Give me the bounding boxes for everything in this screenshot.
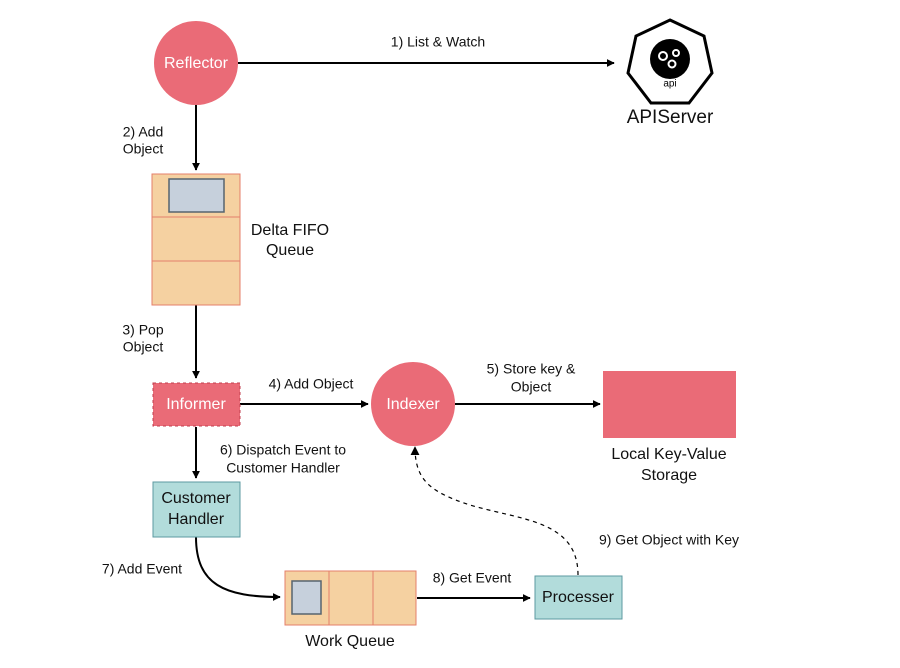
delta-fifo-label-line2: Queue xyxy=(266,242,314,259)
delta-fifo-label-line1: Delta FIFO xyxy=(251,222,329,239)
work-queue-item xyxy=(291,580,322,615)
reflector-label: Reflector xyxy=(164,55,229,72)
kubernetes-api-icon: api xyxy=(626,18,714,105)
edge-label-list-watch: 1) List & Watch xyxy=(391,34,485,50)
reflector-node: Reflector xyxy=(154,21,238,105)
edge-label-add-event: 7) Add Event xyxy=(102,561,182,577)
edge-label-pop-object-line2: Object xyxy=(123,339,164,355)
customer-handler-label-line1: Customer xyxy=(161,490,231,507)
edge-label-dispatch-line2: Customer Handler xyxy=(226,460,340,476)
storage-label-line1: Local Key-Value xyxy=(611,446,726,463)
edge-label-pop-object-line1: 3) Pop xyxy=(122,322,163,338)
edge-store-key: 5) Store key & Object xyxy=(455,361,601,408)
edge-label-store-key-line2: Object xyxy=(511,379,552,395)
edge-dispatch-event: 6) Dispatch Event to Customer Handler xyxy=(192,427,346,479)
edge-label-add-object-2-line2: Object xyxy=(123,141,164,157)
customer-handler-label-line2: Handler xyxy=(168,511,225,528)
edge-label-dispatch-line1: 6) Dispatch Event to xyxy=(220,442,346,458)
work-queue-label: Work Queue xyxy=(305,633,395,650)
work-queue: Work Queue xyxy=(284,570,417,650)
indexer-label: Indexer xyxy=(386,396,440,413)
informer-label: Informer xyxy=(166,396,226,413)
apiserver-node: api APIServer xyxy=(626,18,714,128)
edge-label-store-key-line1: 5) Store key & xyxy=(487,361,576,377)
edge-add-event: 7) Add Event xyxy=(102,536,281,601)
processer-node: Processer xyxy=(534,575,623,620)
delta-fifo-queue: Delta FIFO Queue xyxy=(151,173,329,306)
queue-item xyxy=(168,178,225,213)
edge-list-watch: 1) List & Watch xyxy=(238,34,615,67)
edge-get-event: 8) Get Event xyxy=(417,570,531,602)
storage-label-line2: Storage xyxy=(641,467,697,484)
edge-label-get-object-with-key: 9) Get Object with Key xyxy=(599,532,739,548)
edge-label-add-object-2-line1: 2) Add xyxy=(123,124,163,140)
informer-node: Informer xyxy=(152,382,241,427)
edge-add-object-2: 2) Add Object xyxy=(123,104,200,171)
edge-label-add-object-4: 4) Add Object xyxy=(269,376,354,392)
api-icon-text: api xyxy=(663,79,676,90)
edge-get-object-with-key: 9) Get Object with Key xyxy=(410,446,739,576)
edge-pop-object: 3) Pop Object xyxy=(122,305,200,379)
processer-label: Processer xyxy=(542,589,615,606)
local-key-value-storage: Local Key-Value Storage xyxy=(603,371,736,484)
customer-handler-node: Customer Handler xyxy=(152,481,241,538)
edge-add-object-4: 4) Add Object xyxy=(240,376,369,408)
apiserver-label: APIServer xyxy=(627,107,714,128)
edge-label-get-event: 8) Get Event xyxy=(433,570,512,586)
indexer-node: Indexer xyxy=(371,362,455,446)
